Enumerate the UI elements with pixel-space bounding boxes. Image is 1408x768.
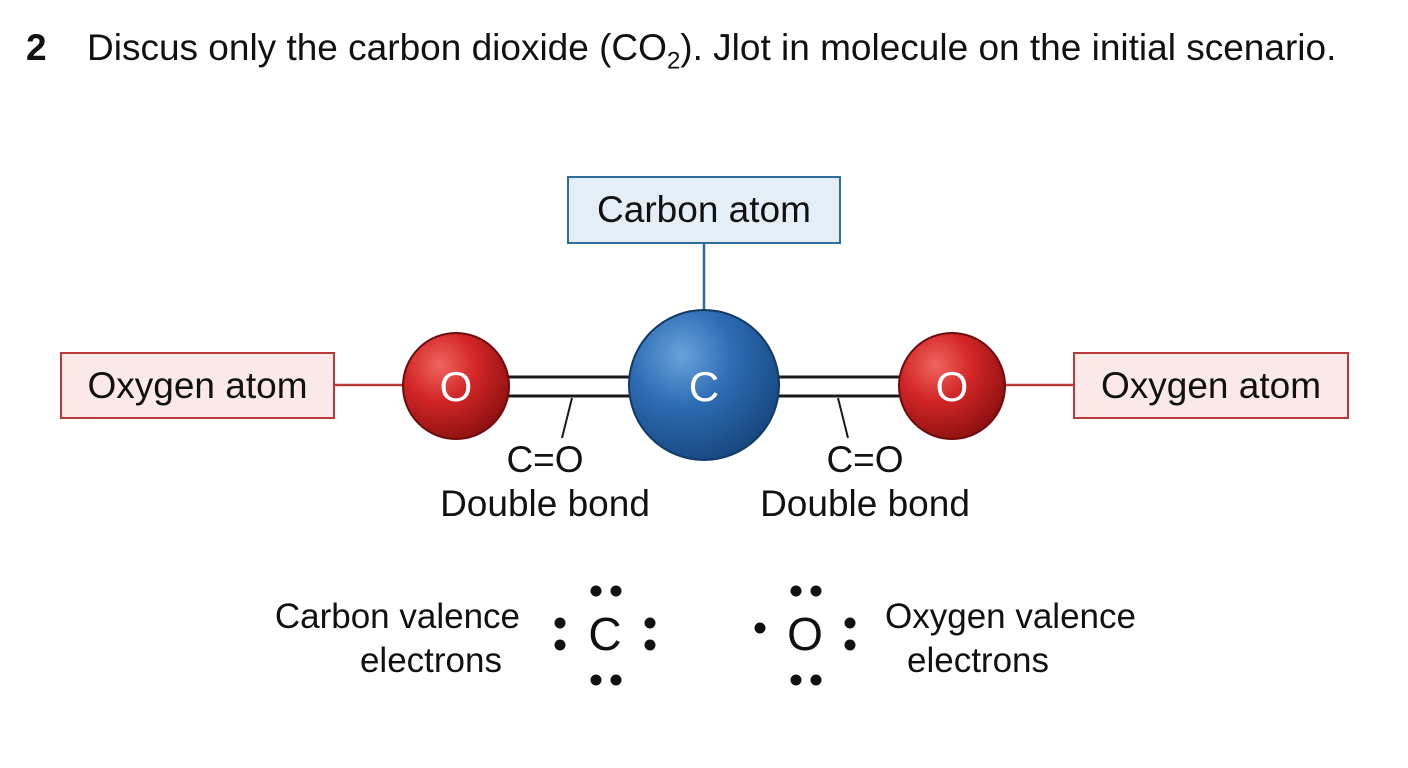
oxygen-atom-label-right: Oxygen atom [1073,352,1349,419]
carbon-valence-caption: Carbon valence electrons [240,595,520,683]
question-text: Discus only the carbon dioxide (CO2). Jl… [87,24,1347,75]
oxygen-left-symbol: O [440,363,473,410]
left-bond-label: C=O Double bond [420,438,670,526]
question-subscript: 2 [666,47,681,75]
left-bond-pointer [561,397,573,439]
right-double-bond [770,375,910,398]
right-bond-pointer [837,397,849,439]
carbon-lewis-symbol: C [588,608,622,660]
left-bond-formula: C=O [506,439,584,480]
left-bond-name: Double bond [440,483,650,524]
oxygen-valence-dots [754,585,856,686]
oxygen-right-symbol: O [936,363,969,410]
left-double-bond [500,375,640,398]
question-number: 2 [26,27,47,68]
oxygen-caption-line2: electrons [907,641,1050,680]
question-text-part1: Discus only the carbon dioxide (CO [87,27,667,68]
carbon-atom [628,309,780,461]
carbon-symbol: C [689,363,719,410]
oxygen-lewis-symbol: O [787,608,823,660]
oxygen-valence-caption: Oxygen valence electrons [885,595,1185,683]
right-bond-name: Double bond [760,483,970,524]
carbon-caption-line1: Carbon valence [274,597,520,636]
carbon-atom-label: Carbon atom [567,176,841,244]
carbon-valence-dots [554,585,656,686]
right-bond-label: C=O Double bond [740,438,990,526]
oxygen-caption-line1: Oxygen valence [885,597,1136,636]
oxygen-atom-left [402,332,510,440]
right-bond-formula: C=O [826,439,904,480]
oxygen-atom-right [898,332,1006,440]
carbon-caption-line2: electrons [359,641,502,680]
oxygen-atom-label-left: Oxygen atom [60,352,335,419]
question-text-part2: ). Jlot in molecule on the initial scena… [680,27,1337,68]
